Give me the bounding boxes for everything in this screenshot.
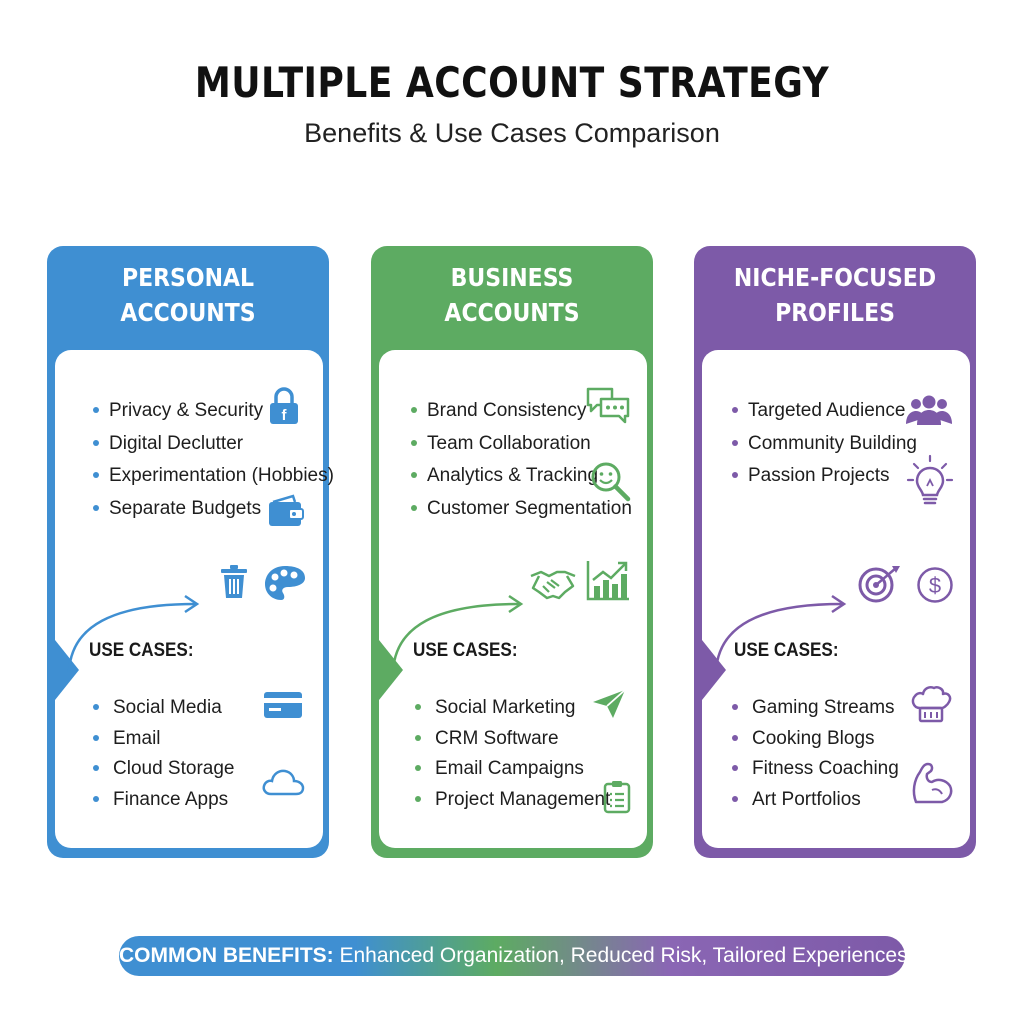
list-item: Experimentation (Hobbies)	[93, 463, 334, 496]
list-item: Targeted Audience	[732, 398, 917, 431]
page-subtitle: Benefits & Use Cases Comparison	[304, 118, 720, 148]
notch-shape	[379, 640, 403, 700]
handshake-icon	[530, 570, 576, 600]
paper-plane-icon	[593, 689, 626, 718]
list-item: Digital Declutter	[93, 431, 334, 464]
list-item: Customer Segmentation	[411, 496, 632, 529]
list-item: Project Management	[415, 788, 610, 819]
list-item: Social Marketing	[415, 696, 610, 727]
list-item: Finance Apps	[93, 788, 234, 819]
card-content: Brand Consistency Team Collaboration Ana…	[379, 350, 647, 848]
benefits-list: Brand Consistency Team Collaboration Ana…	[411, 398, 632, 528]
notch-shape	[55, 640, 79, 700]
notch-shape	[702, 640, 726, 700]
list-item: CRM Software	[415, 727, 610, 758]
list-item: Brand Consistency	[411, 398, 632, 431]
niche-profiles-card: NICHE-FOCUSED PROFILES Targeted Audience…	[694, 246, 976, 858]
card-content: Targeted Audience Community Building Pas…	[702, 350, 970, 848]
list-item: Fitness Coaching	[732, 757, 899, 788]
list-item: Cooking Blogs	[732, 727, 899, 758]
svg-text:f: f	[282, 407, 288, 424]
list-item: Cloud Storage	[93, 757, 234, 788]
common-benefits-banner: COMMON BENEFITS: Enhanced Organization, …	[119, 936, 908, 976]
magnifier-smile-icon	[591, 462, 631, 502]
curved-arrow-icon	[714, 594, 847, 673]
group-icon	[906, 395, 952, 425]
list-item: Separate Budgets	[93, 496, 334, 529]
trash-icon	[221, 565, 247, 598]
list-item: Art Portfolios	[732, 788, 899, 819]
curved-arrow-icon	[391, 594, 524, 673]
muscle-icon	[912, 762, 953, 804]
clipboard-icon	[603, 781, 631, 814]
list-item: Social Media	[93, 696, 234, 727]
benefits-list: Privacy & Security Digital Declutter Exp…	[93, 398, 334, 528]
business-accounts-card: BUSINESS ACCOUNTS Brand Consistency Team…	[371, 246, 653, 858]
credit-card-icon	[264, 692, 302, 718]
card-title: PERSONAL ACCOUNTS	[120, 263, 256, 327]
personal-accounts-card: PERSONAL ACCOUNTS Privacy & Security Dig…	[47, 246, 334, 858]
card-title: NICHE-FOCUSED PROFILES	[733, 263, 937, 327]
chef-hat-icon	[911, 686, 952, 723]
list-item: Privacy & Security	[93, 398, 334, 431]
chat-bubbles-icon	[586, 387, 630, 424]
use-cases-label: USE CASES:	[734, 640, 839, 661]
card-title: BUSINESS ACCOUNTS	[444, 263, 580, 327]
card-content: Privacy & Security Digital Declutter Exp…	[55, 350, 334, 848]
use-cases-label: USE CASES:	[89, 640, 194, 661]
svg-text:$: $	[929, 573, 941, 598]
list-item: Gaming Streams	[732, 696, 899, 727]
wallet-icon	[269, 494, 304, 526]
use-cases-list: Gaming Streams Cooking Blogs Fitness Coa…	[732, 696, 899, 818]
use-cases-list: Social Media Email Cloud Storage Finance…	[93, 696, 234, 818]
target-icon	[858, 566, 900, 603]
common-benefits-label: COMMON BENEFITS:	[119, 944, 334, 967]
list-item: Passion Projects	[732, 463, 917, 496]
use-cases-label: USE CASES:	[413, 640, 518, 661]
palette-icon	[265, 566, 305, 600]
cloud-icon	[262, 769, 305, 796]
growth-chart-icon	[586, 561, 629, 601]
list-item: Team Collaboration	[411, 431, 632, 464]
list-item: Email	[93, 727, 234, 758]
list-item: Email Campaigns	[415, 757, 610, 788]
common-benefits-text: Enhanced Organization, Reduced Risk, Tai…	[333, 944, 908, 967]
dollar-icon: $	[917, 567, 953, 603]
curved-arrow-icon	[67, 594, 200, 673]
lock-icon: f	[270, 387, 298, 424]
list-item: Analytics & Tracking	[411, 463, 632, 496]
benefits-list: Targeted Audience Community Building Pas…	[732, 398, 917, 496]
list-item: Community Building	[732, 431, 917, 464]
page-title: MULTIPLE ACCOUNT STRATEGY	[194, 58, 830, 107]
lightbulb-icon	[906, 454, 954, 505]
use-cases-list: Social Marketing CRM Software Email Camp…	[415, 696, 610, 818]
